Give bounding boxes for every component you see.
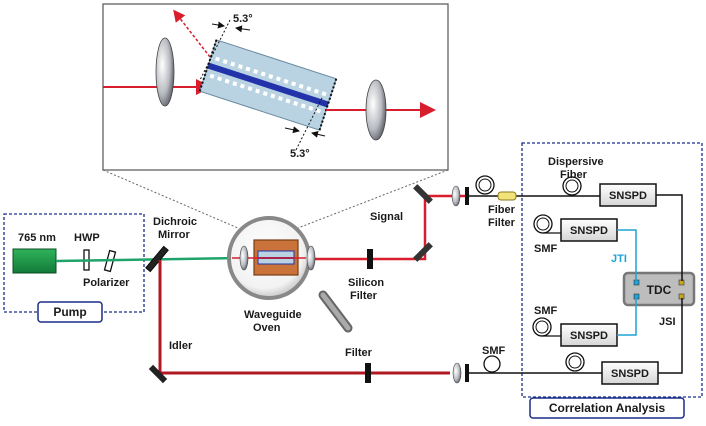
signal-mirror-top (413, 184, 433, 204)
jti-label: JTI (611, 253, 627, 265)
signal-beam (300, 194, 470, 261)
silicon-label-2: Filter (350, 290, 378, 302)
snspd-4-label: SNSPD (611, 368, 649, 380)
dichroic-label-2: Mirror (158, 229, 191, 241)
waveguide-label-1: Waveguide (244, 309, 302, 321)
pump-beam (55, 256, 241, 263)
jsi-wire-top (656, 194, 683, 281)
inset-panel: 5.3° 5.3° (102, 3, 449, 229)
inset-lens-left (155, 37, 175, 107)
hwp-label: HWP (74, 232, 100, 244)
smf-2-label: SMF (534, 305, 558, 317)
idler-filter (365, 363, 371, 383)
pump-box: Pump 765 nm HWP Polarizer (3, 213, 145, 323)
signal-mirror-bottom (413, 242, 433, 262)
correlation-box: Correlation Analysis (521, 142, 703, 419)
silicon-filter (367, 249, 373, 269)
jsi-wire-bottom (658, 298, 683, 374)
smf-1-label: SMF (534, 243, 558, 255)
jti-wire-top (617, 229, 637, 281)
snspd-2-label: SNSPD (570, 225, 608, 237)
dichroic-label-1: Dichroic (153, 216, 197, 228)
magnifier-icon (227, 216, 353, 333)
dispersive-label-2: Fiber (560, 169, 588, 181)
tdc-label: TDC (647, 283, 672, 297)
waveguide-chip (198, 39, 338, 131)
laser-wavelength-label: 765 nm (18, 232, 56, 244)
laser-source (12, 248, 57, 274)
fiber-filter (497, 191, 517, 201)
snspd-1-label: SNSPD (609, 190, 647, 202)
jti-wire-bottom (617, 298, 637, 336)
inset-lens-right (365, 79, 387, 141)
signal-label: Signal (370, 211, 403, 223)
smf-idler-label: SMF (482, 345, 506, 357)
silicon-label-1: Silicon (348, 277, 384, 289)
waveguide-label-2: Oven (253, 322, 281, 334)
angle-label-top: 5.3° (233, 13, 253, 25)
correlation-label: Correlation Analysis (549, 401, 666, 415)
idler-mirror (148, 364, 168, 384)
pump-label: Pump (53, 305, 86, 319)
fiber-filter-label-2: Filter (488, 217, 516, 229)
reflected-beam (173, 9, 211, 58)
polarizer-label: Polarizer (83, 277, 130, 289)
filter-label: Filter (345, 347, 373, 359)
tdc (622, 271, 696, 307)
snspd-3-label: SNSPD (570, 330, 608, 342)
jsi-label: JSI (659, 316, 676, 328)
dispersive-label-1: Dispersive (548, 156, 604, 168)
fiber-filter-label-1: Fiber (488, 204, 516, 216)
idler-label: Idler (169, 340, 193, 352)
angle-label-bottom: 5.3° (290, 148, 310, 160)
